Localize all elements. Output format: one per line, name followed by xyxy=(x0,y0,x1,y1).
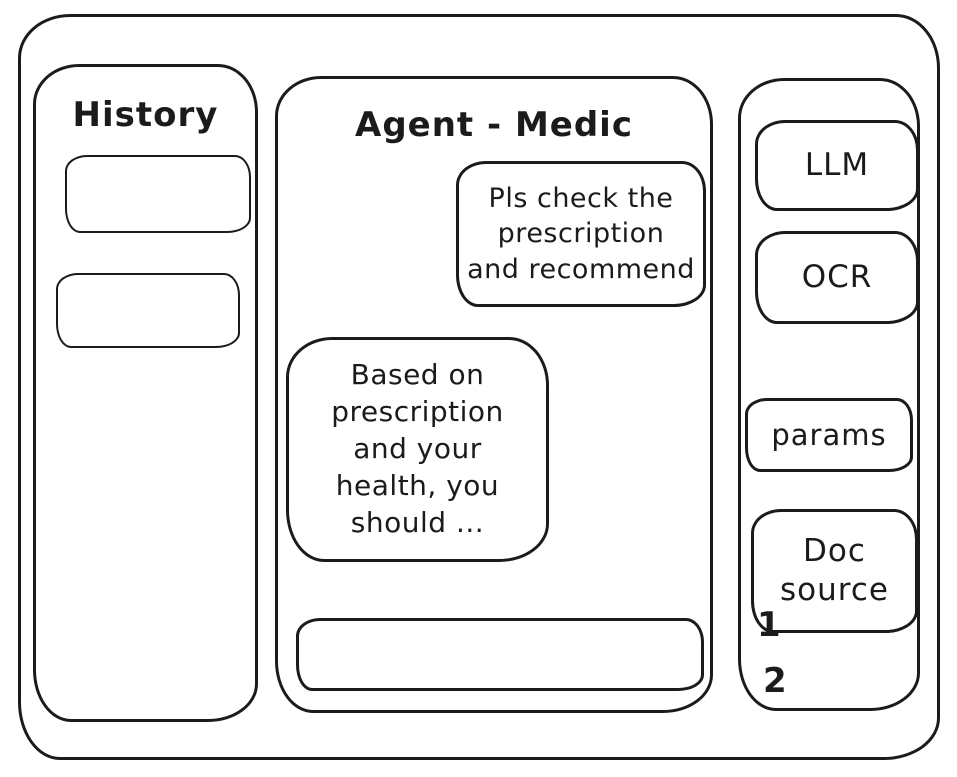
chat-input[interactable] xyxy=(296,618,704,691)
doc-source-item-1[interactable]: 1 xyxy=(757,605,781,645)
user-message-bubble: Pls check the prescription and recommend xyxy=(456,161,706,307)
ocr-button[interactable]: OCR xyxy=(755,231,919,324)
assistant-message-bubble: Based on prescription and your health, y… xyxy=(286,337,549,562)
llm-button[interactable]: LLM xyxy=(755,120,919,211)
chat-panel: Agent - Medic Pls check the prescription… xyxy=(275,76,713,713)
doc-source-button[interactable]: Doc source xyxy=(751,509,918,633)
chat-title: Agent - Medic xyxy=(355,105,633,145)
tools-panel: LLM OCR params Doc source 1 2 xyxy=(738,78,920,711)
history-item[interactable] xyxy=(65,155,251,233)
history-item[interactable] xyxy=(56,273,240,348)
history-panel: History xyxy=(33,64,258,722)
history-title: History xyxy=(72,95,219,135)
doc-source-item-2[interactable]: 2 xyxy=(763,661,787,701)
params-button[interactable]: params xyxy=(745,398,913,472)
